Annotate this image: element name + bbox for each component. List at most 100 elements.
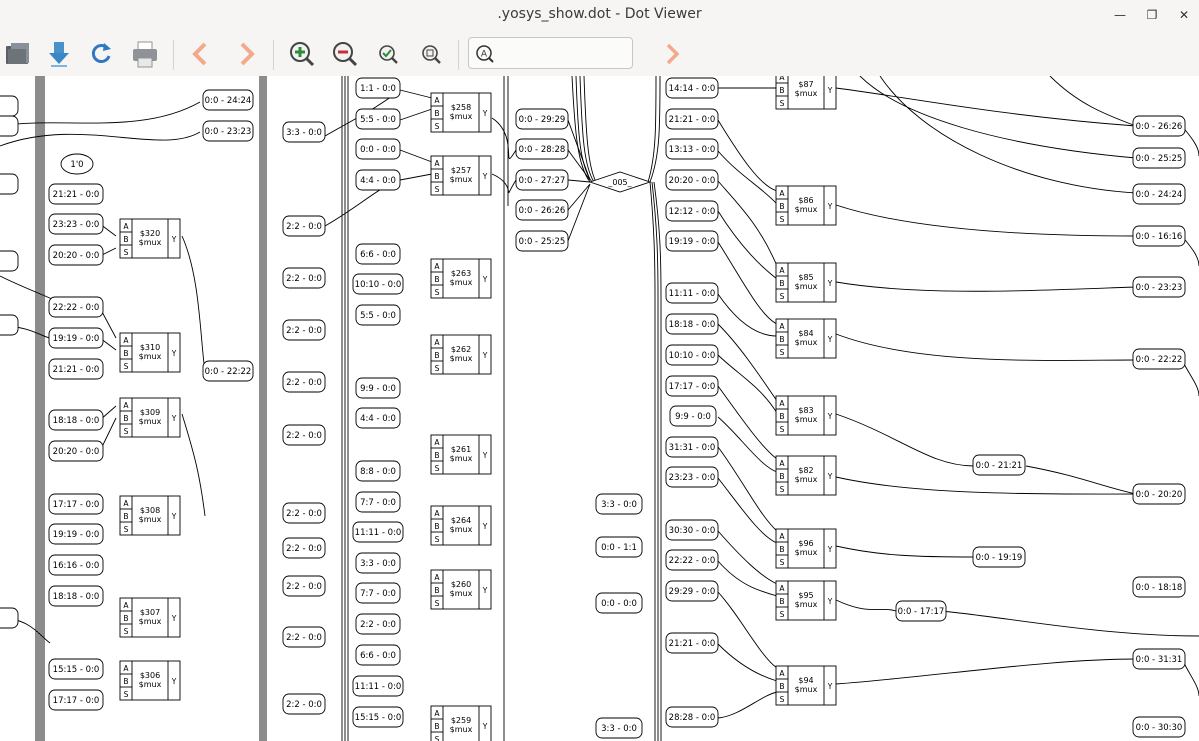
print-button[interactable]: [129, 38, 161, 70]
slice-node[interactable]: 0:0: [0, 173, 19, 195]
slice-node[interactable]: 11:11 - 0:0: [665, 282, 719, 304]
slice-node[interactable]: 0:0 - 22:22: [1132, 348, 1186, 370]
search-input[interactable]: [501, 42, 631, 66]
slice-node[interactable]: 9:9 - 0:0: [355, 377, 401, 399]
slice-node[interactable]: 21:21 - 0:0: [665, 108, 719, 130]
slice-node[interactable]: 12:12 - 0:0: [665, 200, 719, 222]
slice-node[interactable]: 9:9 - 0:0: [669, 405, 717, 427]
slice-node[interactable]: 17:17 - 0:0: [665, 375, 719, 397]
slice-node[interactable]: 5:5 - 0:0: [355, 108, 401, 130]
slice-node[interactable]: 0:0 - 19:19: [972, 546, 1026, 568]
slice-node[interactable]: 6:6 - 0:0: [355, 243, 401, 265]
slice-node[interactable]: 21:21 - 0:0: [48, 358, 104, 380]
slice-node[interactable]: 0:0 - 29:29: [515, 108, 569, 130]
const-node[interactable]: 1'0: [60, 153, 94, 175]
slice-node[interactable]: 21:21 - 0:0: [48, 183, 104, 205]
slice-node[interactable]: 0:0: [0, 115, 19, 137]
zoom-fit-button[interactable]: [372, 38, 404, 70]
slice-node[interactable]: 2:2 - 0:0: [282, 371, 326, 393]
slice-node[interactable]: 29:29 - 0:0: [665, 580, 719, 602]
slice-node[interactable]: 10:10 - 0:0: [665, 344, 719, 366]
slice-node[interactable]: 1:1 - 0:0: [355, 77, 401, 99]
slice-node[interactable]: 15:15 - 0:0: [352, 706, 404, 728]
slice-node[interactable]: 3:3 - 0:0: [595, 717, 643, 739]
find-next-button[interactable]: [656, 38, 688, 70]
slice-node[interactable]: 2:2 - 0:0: [282, 424, 326, 446]
graph-canvas[interactable]: 0:00:00:00:00:00:00:0 - 24:240:0 - 23:23…: [0, 76, 1199, 741]
slice-node[interactable]: 17:17 - 0:0: [48, 493, 104, 515]
slice-node[interactable]: 0:0 - 26:26: [515, 199, 569, 221]
slice-node[interactable]: 7:7 - 0:0: [355, 491, 401, 513]
slice-node[interactable]: 4:4 - 0:0: [355, 407, 401, 429]
slice-node[interactable]: 19:19 - 0:0: [48, 523, 104, 545]
slice-node[interactable]: 11:11 - 0:0: [352, 521, 404, 543]
slice-node[interactable]: 2:2 - 0:0: [282, 693, 326, 715]
refresh-button[interactable]: [85, 38, 117, 70]
slice-node[interactable]: 0:0 - 18:18: [1132, 576, 1186, 598]
slice-node[interactable]: 17:17 - 0:0: [48, 689, 104, 711]
back-button[interactable]: [185, 38, 217, 70]
slice-node[interactable]: 2:2 - 0:0: [355, 613, 401, 635]
slice-node[interactable]: 31:31 - 0:0: [665, 436, 719, 458]
slice-node[interactable]: 2:2 - 0:0: [282, 626, 326, 648]
slice-node[interactable]: 3:3 - 0:0: [595, 493, 643, 515]
slice-node[interactable]: 0:0 - 22:22: [202, 360, 254, 382]
slice-node[interactable]: 18:18 - 0:0: [665, 313, 719, 335]
slice-node[interactable]: 0:0 - 17:17: [895, 600, 947, 622]
slice-node[interactable]: 20:20 - 0:0: [48, 440, 104, 462]
close-button[interactable]: ✕: [1178, 8, 1190, 22]
slice-node[interactable]: 2:2 - 0:0: [282, 537, 326, 559]
slice-node[interactable]: 0:0 - 21:21: [972, 454, 1026, 476]
slice-node[interactable]: 18:18 - 0:0: [48, 585, 104, 607]
zoom-out-button[interactable]: [329, 38, 361, 70]
slice-node[interactable]: 3:3 - 0:0: [282, 121, 326, 143]
forward-button[interactable]: [230, 38, 262, 70]
slice-node[interactable]: 20:20 - 0:0: [48, 244, 104, 266]
slice-node[interactable]: 11:11 - 0:0: [352, 675, 404, 697]
slice-node[interactable]: 0:0: [0, 607, 19, 629]
slice-node[interactable]: 15:15 - 0:0: [48, 658, 104, 680]
reload-button[interactable]: [43, 38, 75, 70]
slice-node[interactable]: 0:0 - 20:20: [1132, 483, 1186, 505]
slice-node[interactable]: 2:2 - 0:0: [282, 575, 326, 597]
slice-node[interactable]: 30:30 - 0:0: [665, 519, 719, 541]
slice-node[interactable]: 0:0 - 24:24: [1132, 183, 1186, 205]
slice-node[interactable]: 16:16 - 0:0: [48, 554, 104, 576]
slice-node[interactable]: 0:0 - 0:0: [355, 138, 401, 160]
slice-node[interactable]: 6:6 - 0:0: [355, 644, 401, 666]
slice-node[interactable]: 0:0 - 24:24: [202, 89, 254, 111]
slice-node[interactable]: 2:2 - 0:0: [282, 215, 326, 237]
slice-node[interactable]: 0:0 - 16:16: [1132, 225, 1186, 247]
slice-node[interactable]: 18:18 - 0:0: [48, 409, 104, 431]
slice-node[interactable]: 8:8 - 0:0: [355, 460, 401, 482]
slice-node[interactable]: 23:23 - 0:0: [665, 466, 719, 488]
slice-node[interactable]: 2:2 - 0:0: [282, 319, 326, 341]
slice-node[interactable]: 0:0 - 25:25: [1132, 147, 1186, 169]
open-file-button[interactable]: [2, 38, 34, 70]
slice-node[interactable]: 0:0 - 25:25: [515, 230, 569, 252]
slice-node[interactable]: 3:3 - 0:0: [355, 552, 401, 574]
slice-node[interactable]: 0:0 - 0:0: [595, 592, 643, 614]
slice-node[interactable]: 0:0 - 27:27: [515, 169, 569, 191]
zoom-100-button[interactable]: [415, 38, 447, 70]
slice-node[interactable]: 13:13 - 0:0: [665, 138, 719, 160]
search-box[interactable]: A: [468, 37, 633, 69]
